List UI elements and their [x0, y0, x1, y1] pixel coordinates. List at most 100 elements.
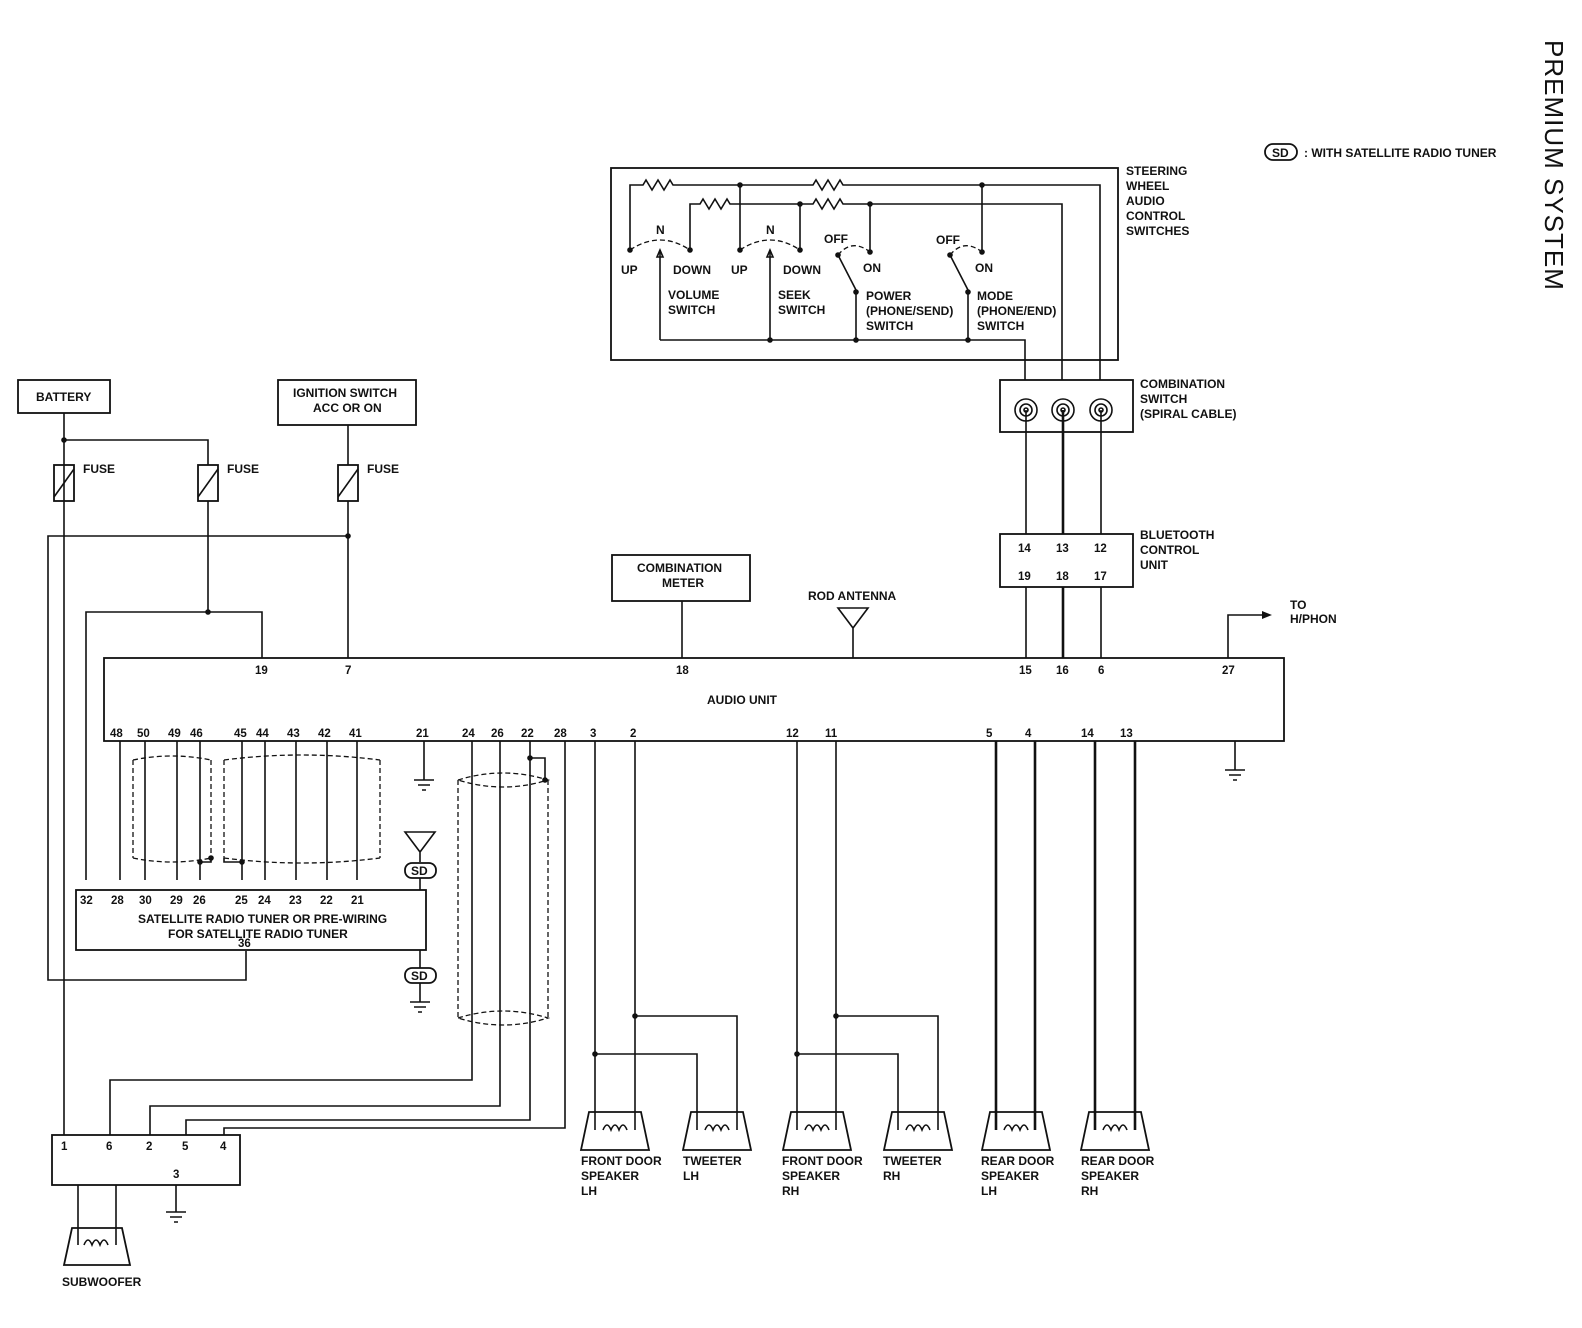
bluetooth-control-unit: BLUETOOTH CONTROL UNIT 14 13 12 19 18 17: [999, 528, 1214, 658]
combination-meter: COMBINATION METER: [611, 554, 751, 658]
mode-switch-label-1: MODE: [977, 289, 1013, 303]
audio-top-pin: 27: [1222, 665, 1235, 677]
arrow-right-icon: [1262, 611, 1272, 619]
tweeter-rh-label-2: RH: [883, 1169, 900, 1183]
volume-switch-label-2: SWITCH: [668, 303, 715, 317]
power-switch-label-2: (PHONE/SEND): [866, 304, 953, 318]
steering-switch-label-5: SWITCHES: [1126, 224, 1189, 238]
subwoofer-label: SUBWOOFER: [62, 1275, 142, 1289]
bluetooth-label-1: BLUETOOTH: [1140, 528, 1214, 542]
ground-icon: [410, 983, 430, 1013]
bluetooth-box: [999, 533, 1134, 588]
bt-pin: 19: [1018, 571, 1031, 583]
power-switch-label-3: SWITCH: [866, 319, 913, 333]
rear-rh-label-3: RH: [1081, 1184, 1098, 1198]
audio-top-pin: 7: [345, 665, 351, 677]
audio-bottom-pin: 4: [1025, 728, 1032, 740]
rear-rh-label-1: REAR DOOR: [1081, 1154, 1155, 1168]
audio-bottom-pin: 12: [786, 728, 799, 740]
audio-bottom-pin: 21: [416, 728, 429, 740]
mode-switch-label-2: (PHONE/END): [977, 304, 1056, 318]
sd-badge-shape: [1264, 143, 1298, 161]
bt-pin: 18: [1056, 571, 1069, 583]
audio-top-pin: 16: [1056, 665, 1069, 677]
bt-pin: 14: [1018, 543, 1031, 555]
combination-meter-box: [611, 554, 751, 602]
fuse-label: FUSE: [83, 462, 115, 476]
rear-lh-label-1: REAR DOOR: [981, 1154, 1055, 1168]
mode-off-label: OFF: [936, 233, 960, 247]
speaker-icon: [1079, 1111, 1151, 1151]
sat-top-pin: 26: [193, 895, 206, 907]
bt-pin: 17: [1094, 571, 1107, 583]
ignition-label-2: ACC OR ON: [313, 401, 382, 415]
audio-bottom-pin: 41: [349, 728, 362, 740]
audio-bottom-pin: 26: [491, 728, 504, 740]
audio-top-pin: 15: [1019, 665, 1032, 677]
sd-badge-label: SD: [1272, 146, 1289, 160]
tweeter-lh-label-2: LH: [683, 1169, 699, 1183]
shield-icon: [223, 754, 381, 864]
combination-switch-label-1: COMBINATION: [1140, 377, 1225, 391]
audio-bottom-pin: 24: [462, 728, 475, 740]
to-hphon-label-1: TO: [1290, 598, 1306, 612]
volume-n-label: N: [656, 223, 665, 237]
amp-top-pin: 6: [106, 1141, 112, 1153]
audio-bottom-pin: 43: [287, 728, 300, 740]
amp-top-pin: 4: [220, 1141, 227, 1153]
audio-unit-box: [103, 657, 1285, 742]
ignition-box: [277, 379, 417, 426]
combination-switch-box: [999, 379, 1134, 433]
seek-n-label: N: [766, 223, 775, 237]
rear-speakers: REAR DOOR SPEAKER LH REAR DOOR SPEAKER R…: [980, 741, 1155, 1198]
audio-bottom-pin: 46: [190, 728, 203, 740]
sat-tuner-wiring: SD 32 28 30 29 26 25 24 23 22 21 SATELLI…: [75, 741, 437, 1013]
sat-top-pin: 25: [235, 895, 248, 907]
steering-switch-label-2: WHEEL: [1126, 179, 1169, 193]
steering-switch-label-4: CONTROL: [1126, 209, 1185, 223]
subwoofer-wiring: 1 6 2 5 4 3 SUBWOOFER: [51, 741, 566, 1289]
audio-top-pin: 18: [676, 665, 689, 677]
front-rh-label-3: RH: [782, 1184, 799, 1198]
rear-lh-label-2: SPEAKER: [981, 1169, 1039, 1183]
rod-antenna-label: ROD ANTENNA: [808, 589, 897, 603]
front-left-speakers: FRONT DOOR SPEAKER LH TWEETER LH: [579, 741, 753, 1198]
fuse-icon: [53, 464, 75, 502]
steering-switch-block: STEERING WHEEL AUDIO CONTROL SWITCHES N …: [610, 164, 1189, 380]
audio-top-pin: 19: [255, 665, 268, 677]
amp-top-pin: 5: [182, 1141, 189, 1153]
ignition-label-1: IGNITION SWITCH: [293, 386, 397, 400]
audio-bottom-pin: 3: [590, 728, 596, 740]
front-right-speakers: FRONT DOOR SPEAKER RH TWEETER RH: [781, 741, 954, 1198]
sat-top-pin: 21: [351, 895, 364, 907]
steering-switch-box: [610, 167, 1119, 361]
sat-top-pin: 29: [170, 895, 183, 907]
audio-bottom-pin: 44: [256, 728, 269, 740]
volume-down-label: DOWN: [673, 263, 711, 277]
antenna-icon: [836, 607, 870, 658]
sat-top-pin: 32: [80, 895, 93, 907]
sat-top-pin: 22: [320, 895, 333, 907]
rear-rh-label-2: SPEAKER: [1081, 1169, 1139, 1183]
seek-switch-label-1: SEEK: [778, 288, 811, 302]
audio-bottom-pin: 2: [630, 728, 636, 740]
mode-switch-label-3: SWITCH: [977, 319, 1024, 333]
sat-top-pin: 23: [289, 895, 302, 907]
to-hphon: TO H/PHON: [1227, 598, 1337, 658]
fuse-label: FUSE: [227, 462, 259, 476]
combination-switch: COMBINATION SWITCH (SPIRAL CABLE): [999, 377, 1236, 534]
sat-tuner-label-2: FOR SATELLITE RADIO TUNER: [168, 927, 348, 941]
audio-bottom-pin: 45: [234, 728, 247, 740]
legend-text: : WITH SATELLITE RADIO TUNER: [1304, 146, 1497, 160]
subwoofer-amp-box: [51, 1134, 241, 1186]
audio-bottom-pin: 14: [1081, 728, 1094, 740]
volume-up-label: UP: [621, 263, 638, 277]
steering-switch-label-3: AUDIO: [1126, 194, 1165, 208]
to-hphon-label-2: H/PHON: [1290, 612, 1337, 626]
sat-tuner-box: [75, 889, 427, 951]
audio-unit-label: AUDIO UNIT: [707, 693, 778, 707]
tweeter-lh-label-1: TWEETER: [683, 1154, 742, 1168]
ground-icon: [1225, 741, 1245, 781]
front-lh-label-2: SPEAKER: [581, 1169, 639, 1183]
